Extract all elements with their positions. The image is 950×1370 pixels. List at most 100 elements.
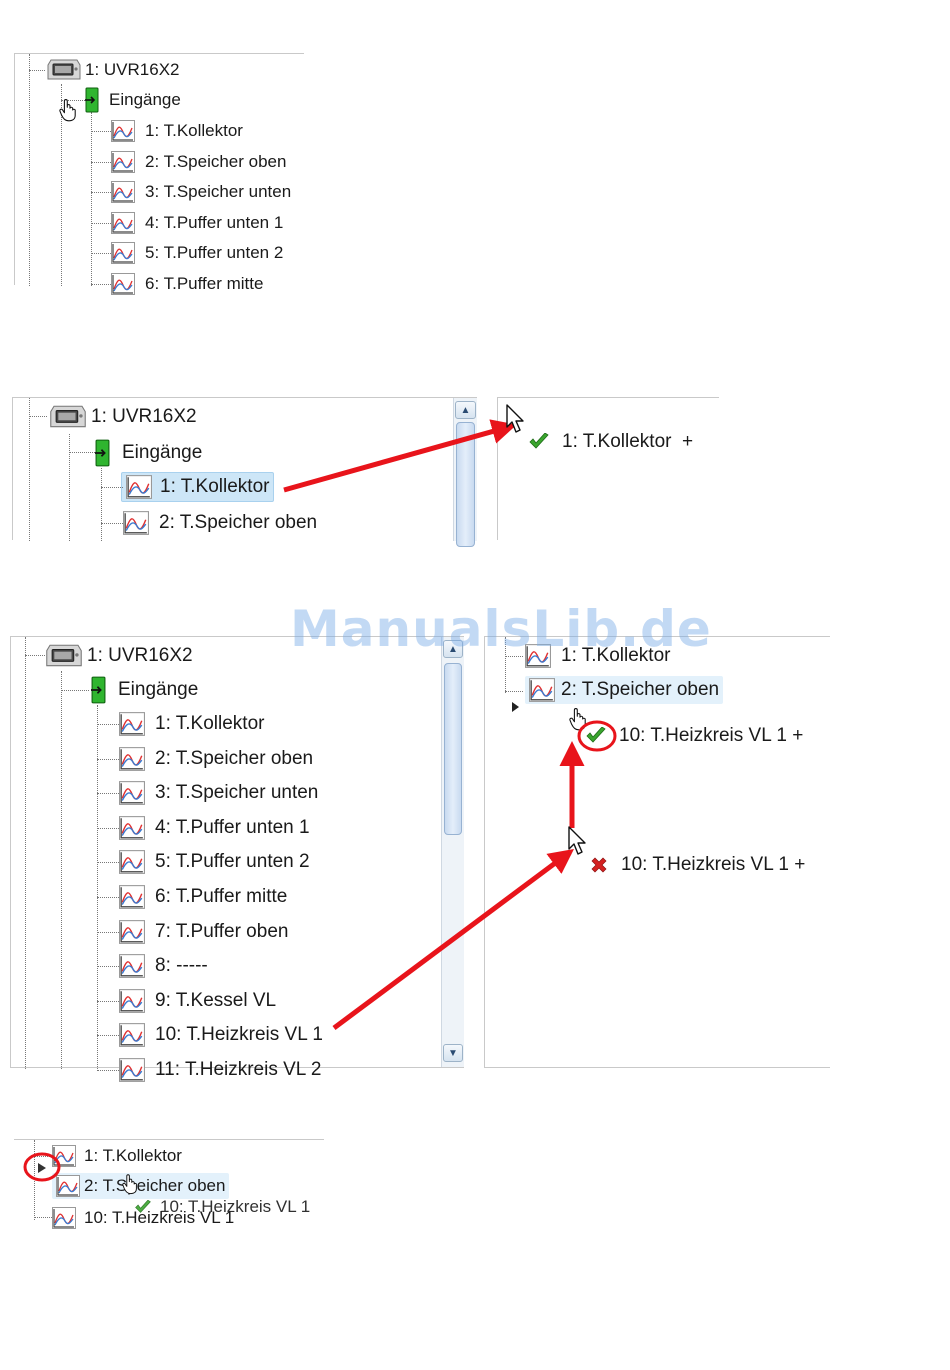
input-icon xyxy=(91,676,106,704)
scroll-up-button[interactable]: ▲ xyxy=(455,401,476,419)
tree-item[interactable]: 10: T.Heizkreis VL 1 xyxy=(119,1020,327,1050)
graph-icon xyxy=(119,816,145,840)
device-icon xyxy=(47,57,81,83)
group-label: Eingänge xyxy=(109,90,181,109)
graph-icon xyxy=(111,212,135,234)
scrollbar[interactable]: ▲ ▼ xyxy=(441,637,464,1067)
item-label: 1: T.Kollektor xyxy=(160,476,270,497)
tree-item[interactable]: 6: T.Puffer mitte xyxy=(119,882,291,912)
item-label: 2: T.Speicher oben xyxy=(155,747,314,769)
tree-item[interactable]: 10: T.Heizkreis VL 1 xyxy=(52,1203,238,1233)
item-label: 10: T.Heizkreis VL 1 xyxy=(84,1208,235,1227)
tree-item[interactable]: 1: T.Kollektor xyxy=(111,116,247,146)
item-label: 11: T.Heizkreis VL 2 xyxy=(155,1059,322,1080)
graph-icon xyxy=(52,1145,76,1167)
target-panel-2: 1: T.Kollektor + xyxy=(497,397,719,540)
drag-ghost-label: 10: T.Heizkreis VL 1 xyxy=(160,1197,311,1216)
tree-item[interactable]: 1: T.Kollektor xyxy=(52,1141,186,1171)
tree-item[interactable]: 3: T.Speicher unten xyxy=(111,177,295,207)
graph-icon xyxy=(111,242,135,264)
input-icon xyxy=(95,439,110,467)
tree-node-eingaenge[interactable]: Eingänge xyxy=(95,438,206,468)
group-label: Eingänge xyxy=(122,442,203,463)
scrollbar[interactable]: ▲ xyxy=(453,398,477,547)
tree-item[interactable]: 5: T.Puffer unten 2 xyxy=(119,847,314,877)
item-label: 7: T.Puffer oben xyxy=(155,920,289,942)
graph-icon xyxy=(529,678,555,702)
tree-item[interactable]: 9: T.Kessel VL xyxy=(119,986,280,1016)
item-label: 1: T.Kollektor xyxy=(84,1146,182,1165)
item-label: 4: T.Puffer unten 1 xyxy=(145,212,284,232)
graph-icon xyxy=(119,850,145,874)
device-label: 1: UVR16X2 xyxy=(87,645,193,666)
item-label: 6: T.Puffer mitte xyxy=(145,274,264,293)
tree-item[interactable]: 8: ----- xyxy=(119,951,212,981)
drop-preview-ok: 10: T.Heizkreis VL 1 + xyxy=(585,721,807,751)
device-icon xyxy=(49,403,87,431)
graph-icon xyxy=(119,989,145,1013)
tree-node-device[interactable]: 1: UVR16X2 xyxy=(49,402,201,432)
target-panel-3: 1: T.Kollektor 2: T.Speicher oben 10: T.… xyxy=(484,636,830,1068)
tree-item[interactable]: 2: T.Speicher oben xyxy=(111,147,290,177)
tree-item[interactable]: 2: T.Speicher oben xyxy=(52,1171,230,1201)
graph-icon xyxy=(111,273,135,295)
cursor-hand-icon xyxy=(122,1173,138,1195)
scroll-up-button[interactable]: ▲ xyxy=(443,640,463,658)
item-label: 1: T.Kollektor xyxy=(155,713,265,734)
graph-icon xyxy=(119,885,145,909)
graph-icon xyxy=(119,712,145,736)
target-item[interactable]: 2: T.Speicher oben xyxy=(525,675,724,705)
scroll-down-button[interactable]: ▼ xyxy=(443,1044,463,1062)
tree-item[interactable]: 7: T.Puffer oben xyxy=(119,917,292,947)
graph-icon xyxy=(119,747,145,771)
drop-label: 1: T.Kollektor + xyxy=(562,431,694,452)
input-icon xyxy=(85,87,99,113)
item-label: 6: T.Puffer mitte xyxy=(155,886,288,907)
item-label: 2: T.Speicher oben xyxy=(561,679,720,700)
scroll-thumb[interactable] xyxy=(444,663,462,835)
tree-node-eingaenge[interactable]: Eingänge xyxy=(85,85,185,115)
item-label: 3: T.Speicher unten xyxy=(155,782,319,804)
item-label: 9: T.Kessel VL xyxy=(155,989,277,1011)
expand-triangle-icon[interactable] xyxy=(511,701,521,713)
graph-icon xyxy=(126,475,152,499)
tree-item[interactable]: 6: T.Puffer mitte xyxy=(111,269,267,299)
tree-panel-3: 1: UVR16X2 Eingänge 1: T.Kollektor 2: T.S… xyxy=(10,636,464,1068)
tree-item[interactable]: 5: T.Puffer unten 2 xyxy=(111,238,287,268)
item-label: 1: T.Kollektor xyxy=(145,121,243,140)
tree-item[interactable]: 4: T.Puffer unten 1 xyxy=(119,813,314,843)
item-label: 1: T.Kollektor xyxy=(561,645,671,666)
cursor-hand-icon xyxy=(59,98,77,122)
tree-node-eingaenge[interactable]: Eingänge xyxy=(91,675,202,705)
item-label: 5: T.Puffer unten 2 xyxy=(145,243,284,263)
cross-icon xyxy=(589,855,609,875)
item-label: 5: T.Puffer unten 2 xyxy=(155,851,310,873)
tree-node-device[interactable]: 1: UVR16X2 xyxy=(45,641,197,671)
tree-item[interactable]: 2: T.Speicher oben xyxy=(123,508,321,538)
tree-item[interactable]: 4: T.Puffer unten 1 xyxy=(111,208,287,238)
scroll-thumb[interactable] xyxy=(456,422,475,547)
expand-triangle-icon[interactable] xyxy=(36,1162,48,1174)
tree-item[interactable]: 1: T.Kollektor xyxy=(121,472,275,502)
tree-panel-4: 1: T.Kollektor 2: T.Speicher oben 10: T.… xyxy=(14,1139,324,1233)
item-label: 3: T.Speicher unten xyxy=(145,182,292,202)
tree-item[interactable]: 1: T.Kollektor xyxy=(119,709,268,739)
watermark: ManualsLib.de xyxy=(290,600,712,658)
graph-icon xyxy=(111,181,135,203)
tree-node-device[interactable]: 1: UVR16X2 xyxy=(47,55,184,85)
check-icon xyxy=(585,727,607,745)
tree-panel-1: 1: UVR16X2 Eingänge 1: T.Kollektor 2: T.S… xyxy=(14,53,304,285)
drop-preview: 1: T.Kollektor + xyxy=(528,427,697,457)
target-item[interactable]: 1: T.Kollektor xyxy=(525,641,674,671)
tree-item[interactable]: 11: T.Heizkreis VL 2 xyxy=(119,1055,326,1085)
graph-icon xyxy=(119,1058,145,1082)
drag-ghost: 10: T.Heizkreis VL 1 xyxy=(134,1192,314,1222)
drop-ok-label: 10: T.Heizkreis VL 1 + xyxy=(619,725,804,746)
group-label: Eingänge xyxy=(118,679,199,700)
graph-icon xyxy=(119,920,145,944)
tree-item[interactable]: 2: T.Speicher oben xyxy=(119,744,317,774)
graph-icon xyxy=(56,1175,80,1197)
tree-item[interactable]: 3: T.Speicher unten xyxy=(119,778,322,808)
graph-icon xyxy=(111,151,135,173)
graph-icon xyxy=(119,781,145,805)
